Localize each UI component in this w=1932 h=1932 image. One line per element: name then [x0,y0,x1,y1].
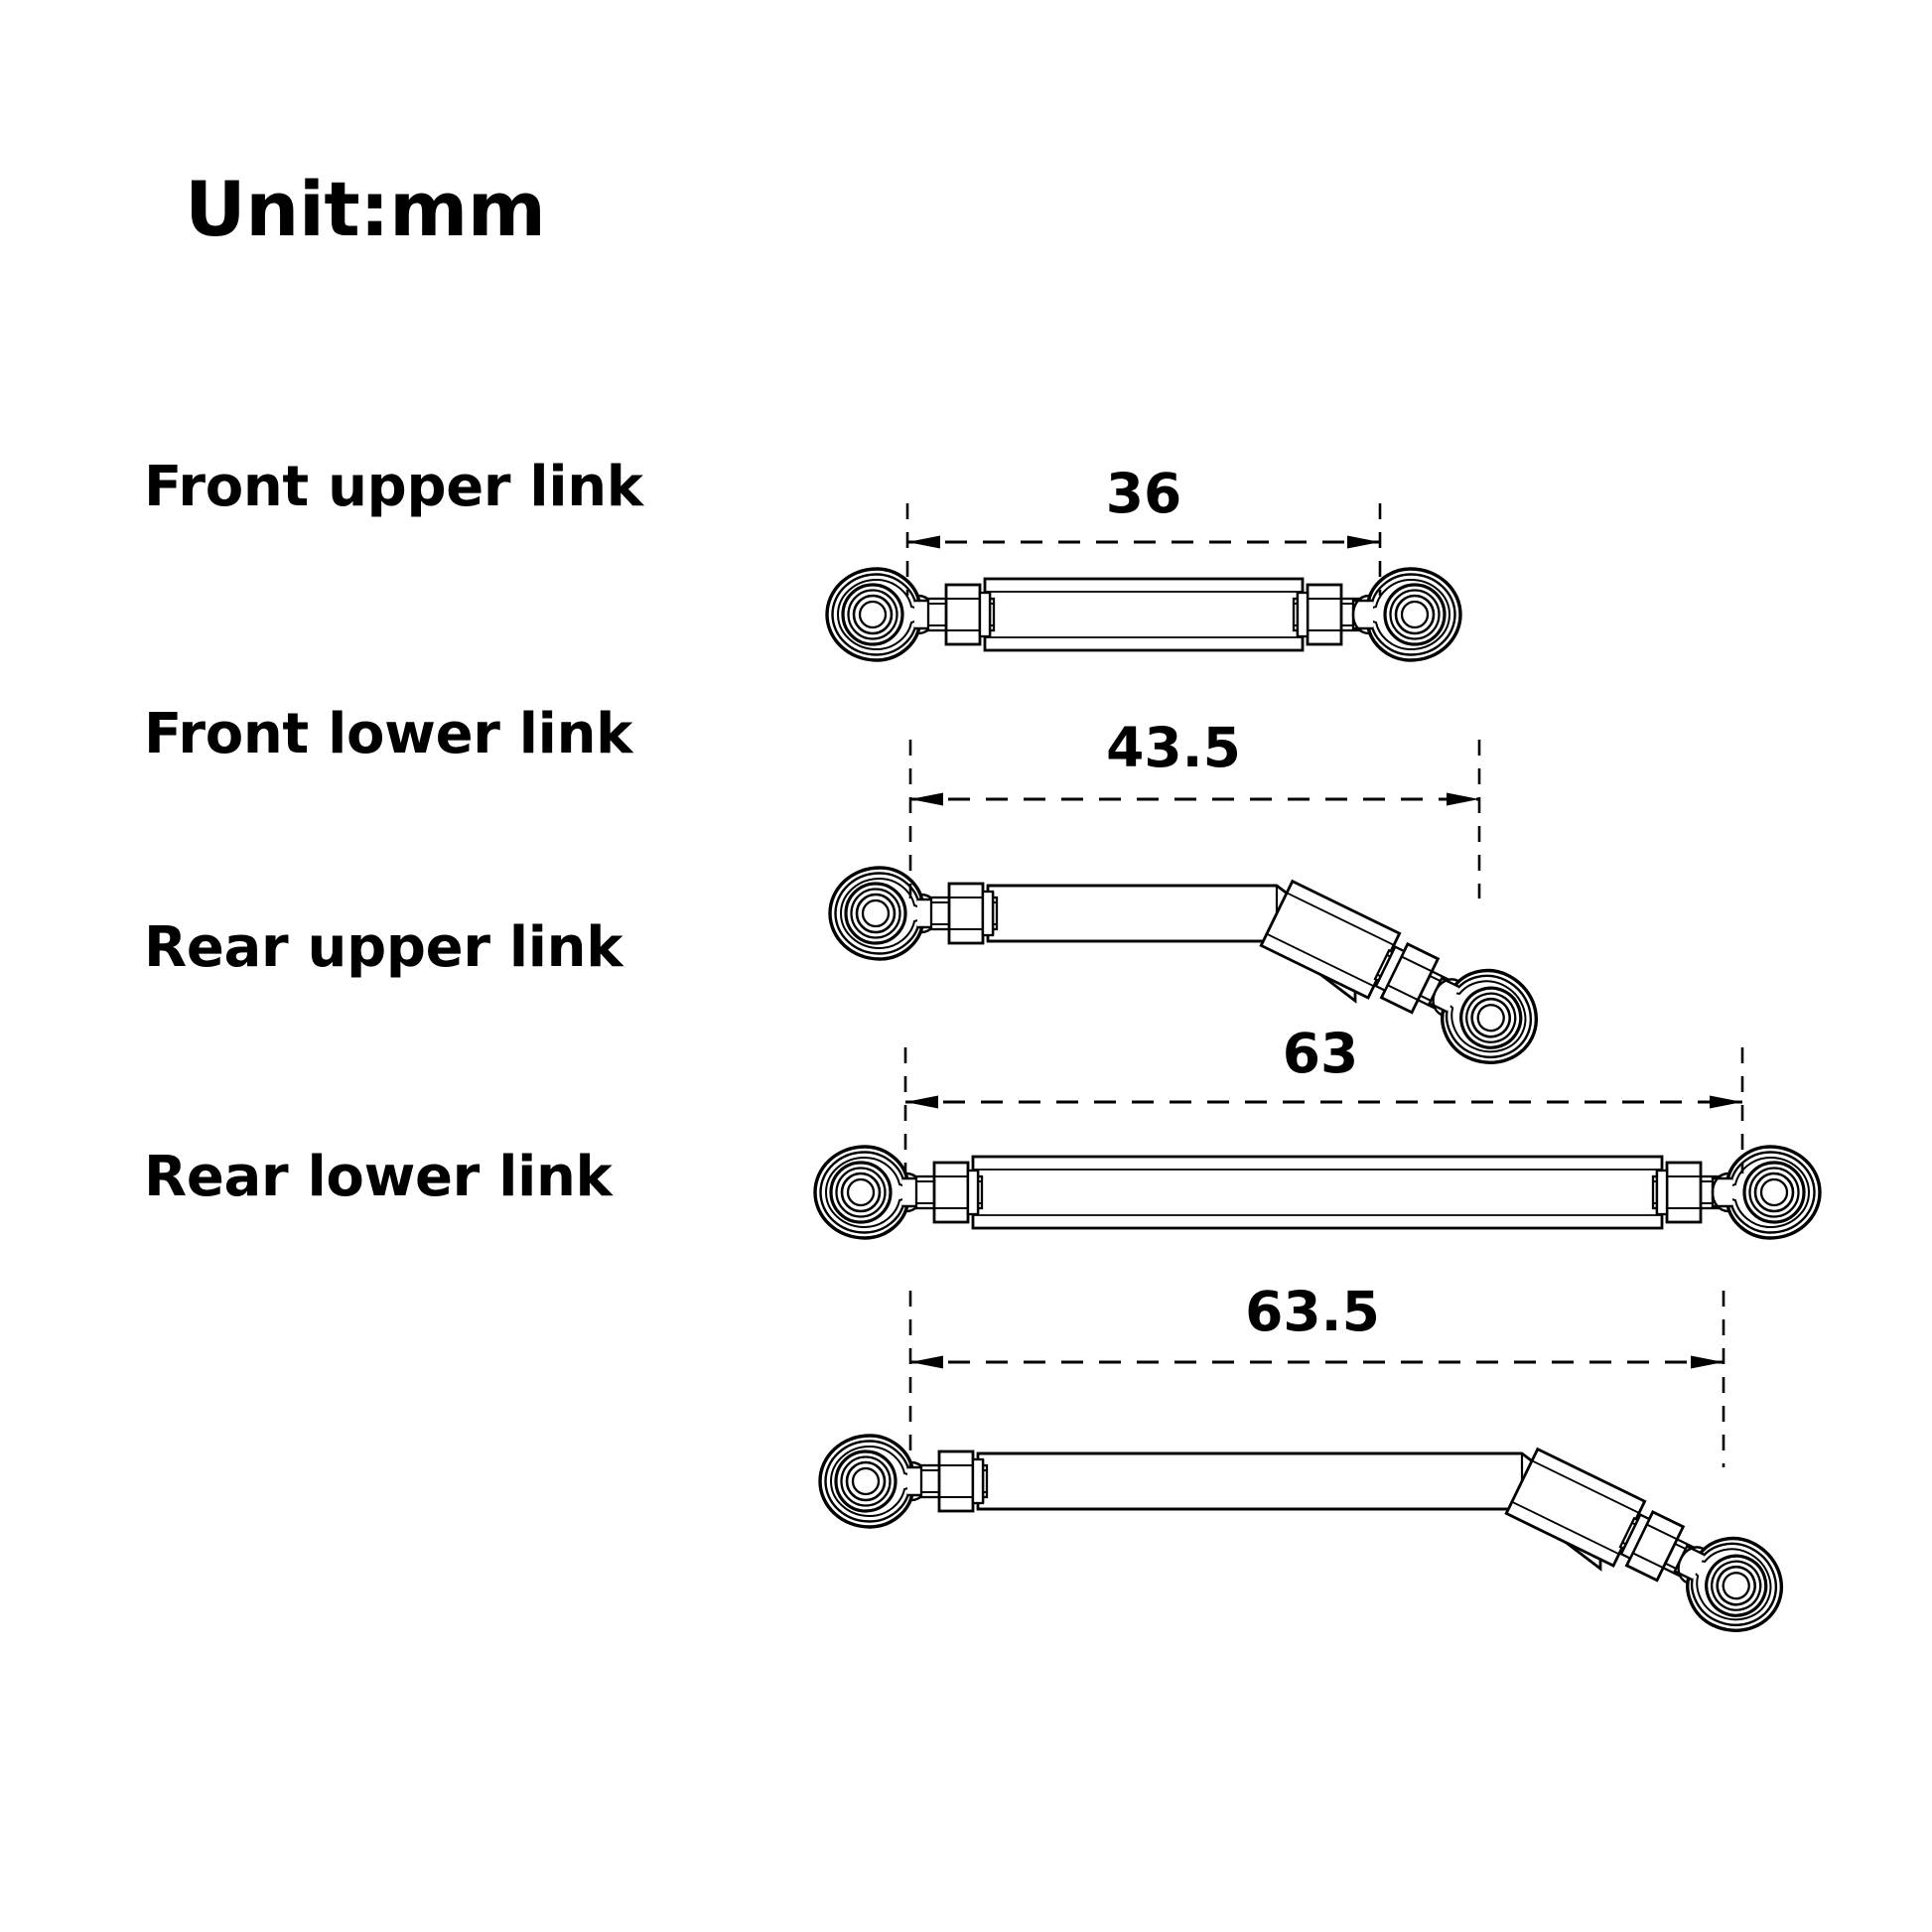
dimension-value-front-upper-link: 36 [1106,462,1182,525]
drawing-rear-lower-link: 63.5 [818,1280,1799,1649]
link-tube-front-lower [986,879,1402,1004]
rod-end-left-front-lower [828,866,939,961]
jam-nut-right-rear-upper [1651,1161,1721,1224]
drawing-front-upper-link: 36 [825,462,1462,662]
link-tube-rear-upper [971,1155,1664,1230]
rod-end-left-rear-upper [813,1145,924,1240]
drawing-rear-upper-link: 63 [813,1022,1822,1240]
link-tube-front-upper [983,577,1305,652]
rod-end-right-front-lower [1414,947,1554,1081]
jam-nut-left-front-upper [926,583,996,646]
dimension-value-rear-lower-link: 63.5 [1245,1280,1380,1343]
rod-end-left-front-upper [825,567,936,662]
dimension-rear-upper-link: 63 [903,1022,1744,1173]
jam-nut-left-front-lower [929,882,999,945]
jam-nut-left-rear-upper [914,1161,984,1224]
dimension-rear-lower-link: 63.5 [908,1280,1725,1467]
dimension-value-rear-upper-link: 63 [1283,1022,1359,1085]
dimension-front-lower-link: 43.5 [908,716,1481,898]
dimension-front-upper-link: 36 [905,462,1382,596]
drawing-front-lower-link: 43.5 [828,716,1554,1081]
link-tube-rear-lower [976,1447,1647,1572]
unit-title: Unit:mm [185,165,546,253]
rod-end-right-rear-lower [1659,1515,1799,1649]
rod-end-right-front-upper [1351,567,1462,662]
label-front-upper-link: Front upper link [144,455,643,519]
dimension-value-front-lower-link: 43.5 [1106,716,1241,779]
label-rear-lower-link: Rear lower link [144,1145,613,1209]
rod-end-right-rear-upper [1711,1145,1822,1240]
label-rear-upper-link: Rear upper link [144,915,623,980]
jam-nut-right-front-upper [1292,583,1361,646]
jam-nut-left-rear-lower [919,1449,989,1513]
label-front-lower-link: Front lower link [144,702,633,766]
